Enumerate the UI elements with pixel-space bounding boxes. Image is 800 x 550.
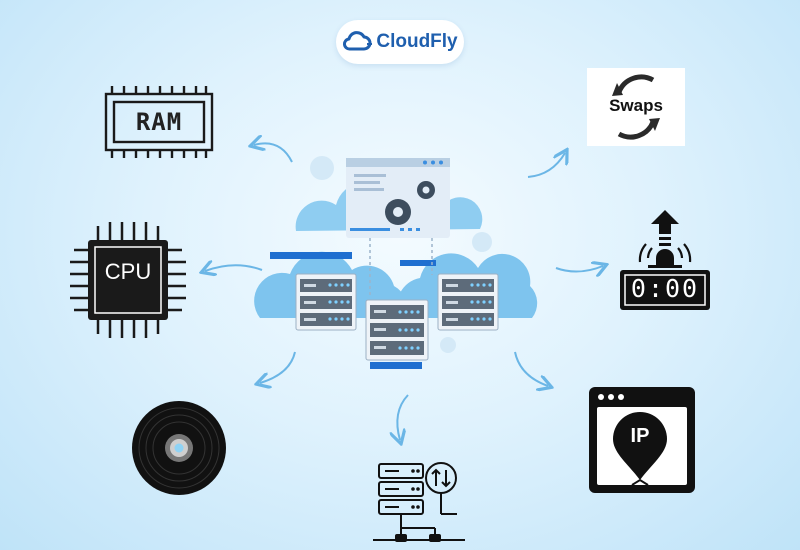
swaps-card: Swaps <box>587 68 685 146</box>
arrow-to-timer <box>555 266 603 272</box>
ip-address-icon <box>589 387 695 493</box>
disk-icon <box>132 401 226 495</box>
swaps-label: Swaps <box>609 96 663 115</box>
server-stack-right <box>437 273 499 331</box>
cloud-server-illustration <box>254 156 538 369</box>
arrow-to-swaps <box>527 153 565 178</box>
arrow-to-disk <box>260 351 296 383</box>
swaps-icon <box>612 74 660 140</box>
arrow-to-server <box>397 394 409 440</box>
server-stack-left <box>295 273 357 331</box>
arrow-to-ip <box>514 351 548 386</box>
arrow-to-ram <box>254 143 293 163</box>
cpu-chip-icon <box>70 222 186 338</box>
server-stack-center <box>365 299 429 361</box>
arrow-to-cpu <box>205 265 263 271</box>
ip-label: IP <box>630 425 650 447</box>
ram-label: RAM <box>135 108 183 136</box>
server-network-icon <box>373 462 465 542</box>
cloud-icon <box>343 31 373 51</box>
timer-icon <box>620 210 710 310</box>
cpu-label: CPU <box>104 259 152 284</box>
cloudfly-logo: CloudFly <box>336 20 464 64</box>
brand-name: CloudFly <box>376 31 458 52</box>
timer-display: 0:00 <box>630 274 700 303</box>
ram-chip-icon <box>104 86 214 158</box>
